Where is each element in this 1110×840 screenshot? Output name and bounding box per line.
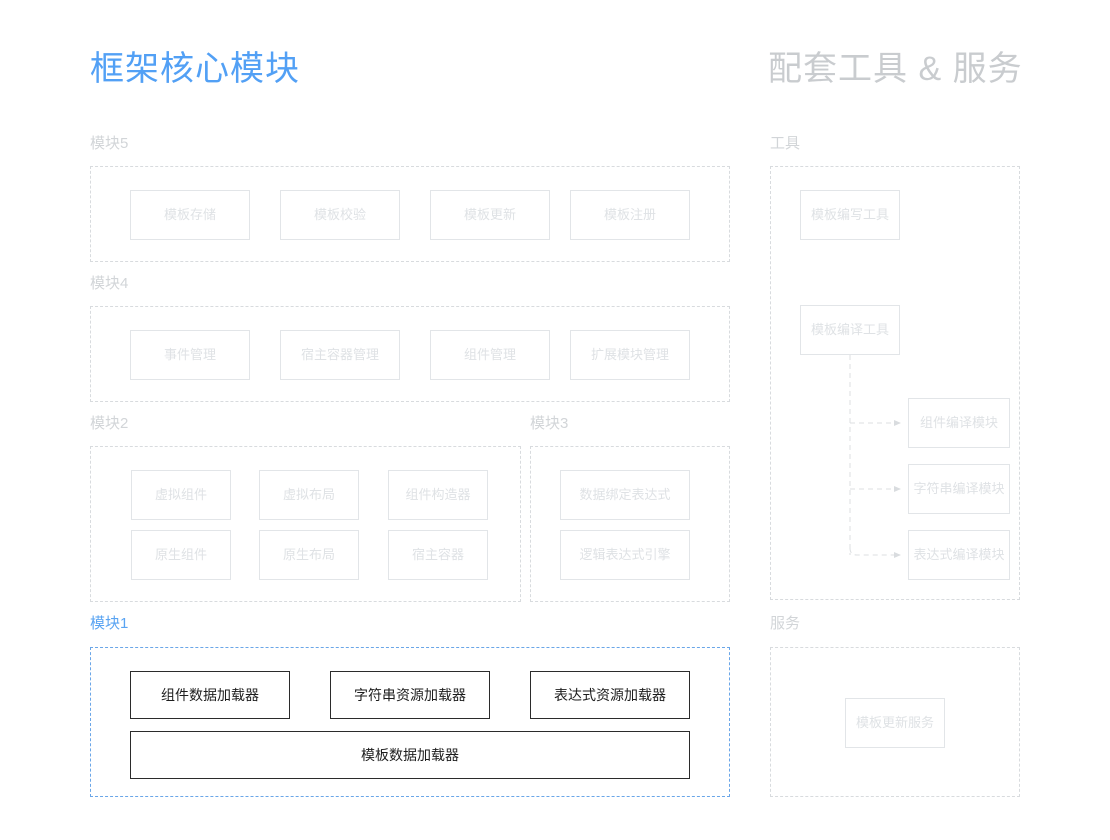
service-box[interactable]: 模板更新服务: [845, 698, 945, 748]
module-box[interactable]: 模板存储: [130, 190, 250, 240]
right-column-title: 配套工具 & 服务: [768, 50, 1023, 88]
tool-box[interactable]: 模板编译工具: [800, 305, 900, 355]
module-box[interactable]: 事件管理: [130, 330, 250, 380]
module-box[interactable]: 数据绑定表达式: [560, 470, 690, 520]
module-box[interactable]: 虚拟布局: [259, 470, 359, 520]
module-box[interactable]: 模板更新: [430, 190, 550, 240]
module-box[interactable]: 原生布局: [259, 530, 359, 580]
module-box[interactable]: 扩展模块管理: [570, 330, 690, 380]
section-group-module2: [90, 446, 521, 602]
module-box[interactable]: 模板校验: [280, 190, 400, 240]
section-group-module5: [90, 166, 730, 262]
section-group-module4: [90, 306, 730, 402]
module-box[interactable]: 逻辑表达式引擎: [560, 530, 690, 580]
module-box[interactable]: 宿主容器: [388, 530, 488, 580]
tool-box[interactable]: 表达式编译模块: [908, 530, 1010, 580]
section-label-module5: 模块5: [90, 135, 129, 152]
section-label-module1: 模块1: [90, 615, 129, 632]
module-box-highlighted[interactable]: 组件数据加载器: [130, 671, 290, 719]
module-box[interactable]: 组件构造器: [388, 470, 488, 520]
module-box[interactable]: 原生组件: [131, 530, 231, 580]
module-box-highlighted[interactable]: 模板数据加载器: [130, 731, 690, 779]
module-box[interactable]: 模板注册: [570, 190, 690, 240]
section-label-services: 服务: [770, 615, 801, 632]
section-group-module3: [530, 446, 730, 602]
module-box[interactable]: 虚拟组件: [131, 470, 231, 520]
tool-box[interactable]: 字符串编译模块: [908, 464, 1010, 514]
module-box-highlighted[interactable]: 字符串资源加载器: [330, 671, 490, 719]
module-box[interactable]: 宿主容器管理: [280, 330, 400, 380]
section-label-tools: 工具: [770, 135, 801, 152]
section-group-module1: [90, 647, 730, 797]
tool-box[interactable]: 模板编写工具: [800, 190, 900, 240]
section-group-services: [770, 647, 1020, 797]
left-column-title: 框架核心模块: [90, 50, 300, 88]
tool-box[interactable]: 组件编译模块: [908, 398, 1010, 448]
module-box-highlighted[interactable]: 表达式资源加载器: [530, 671, 690, 719]
module-box[interactable]: 组件管理: [430, 330, 550, 380]
section-group-tools: [770, 166, 1020, 600]
section-label-module2: 模块2: [90, 415, 129, 432]
section-label-module3: 模块3: [530, 415, 569, 432]
section-label-module4: 模块4: [90, 275, 129, 292]
